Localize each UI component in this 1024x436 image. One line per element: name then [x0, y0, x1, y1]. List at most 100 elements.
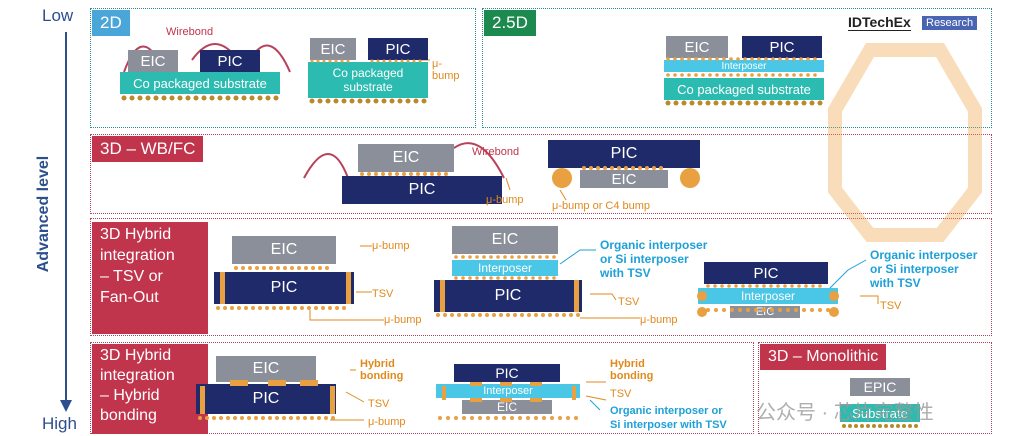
tsv-via [530, 398, 542, 402]
bump [558, 416, 562, 420]
bump [524, 255, 528, 259]
bump [205, 416, 209, 420]
bump [769, 100, 775, 106]
substrate-2-5d: Co packaged substrate [664, 78, 824, 100]
panel-3d-hybrid-bonding [90, 342, 754, 434]
research-badge: Research [922, 16, 978, 30]
tsv-via [530, 382, 542, 386]
bump [402, 172, 406, 176]
bump [212, 416, 216, 420]
bump [374, 172, 378, 176]
bump [462, 416, 466, 420]
pic-chip-3d-wb: PIC [342, 176, 502, 204]
bump [550, 416, 554, 420]
bump [461, 276, 465, 280]
bump [468, 255, 472, 259]
bump [254, 416, 258, 420]
bump [496, 255, 500, 259]
c4-bump [552, 168, 572, 188]
bump [265, 95, 271, 101]
bump [596, 166, 600, 170]
bump [454, 416, 458, 420]
tag-2-5d: 2.5D [484, 10, 536, 36]
bump [240, 416, 244, 420]
bump [713, 100, 719, 106]
bump [269, 266, 273, 270]
organic-label-hyb2: Organic interposer or Si interposer with… [600, 238, 708, 280]
bump [566, 416, 570, 420]
tsv-via [330, 386, 335, 414]
bump [325, 98, 331, 104]
tsv-label-hb1: TSV [368, 398, 390, 410]
bump [722, 308, 726, 312]
bump [811, 284, 815, 288]
bump [416, 172, 420, 176]
bump [866, 424, 870, 428]
bump [793, 100, 799, 106]
mubump-label-hb1: μ-bump [368, 416, 406, 428]
tsv-via [572, 386, 576, 400]
bump [321, 306, 325, 310]
bump [743, 73, 747, 77]
tsv-via [470, 382, 482, 386]
bump [289, 416, 293, 420]
bump [576, 313, 580, 317]
substrate-2d: Co packaged substrate [120, 72, 280, 94]
bump [694, 73, 698, 77]
tag-3d-monolithic: 3D – Monolithic [760, 344, 887, 370]
bump [317, 416, 321, 420]
bump [589, 166, 593, 170]
bump [310, 59, 314, 63]
bump [496, 276, 500, 280]
bump [785, 100, 791, 106]
bump [777, 100, 783, 106]
bump [413, 98, 419, 104]
tsv-via [442, 386, 446, 400]
bump [230, 306, 234, 310]
bump [687, 73, 691, 77]
wirebond-label-2d: Wirebond [166, 26, 214, 38]
bump [365, 98, 371, 104]
bump [826, 308, 830, 312]
bump [778, 308, 782, 312]
bump [687, 57, 691, 61]
bump [748, 284, 752, 288]
bump [311, 266, 315, 270]
eic-chip-2d: EIC [128, 50, 178, 72]
panel-3d-wb-fc [90, 134, 992, 214]
bump [743, 57, 747, 61]
bump [541, 313, 545, 317]
bump [884, 424, 888, 428]
bump [334, 59, 338, 63]
tsv-label-hyb2: TSV [618, 296, 640, 308]
bump [603, 166, 607, 170]
bump [198, 416, 202, 420]
bump [842, 424, 846, 428]
bump [121, 95, 127, 101]
bump [475, 276, 479, 280]
c4-bump [697, 307, 707, 317]
c4-bump [680, 168, 700, 188]
bump [503, 255, 507, 259]
pic-chip-hb1: PIC [196, 384, 336, 414]
bump [360, 172, 364, 176]
bump [225, 95, 231, 101]
bump [475, 255, 479, 259]
bump [538, 276, 542, 280]
bump [296, 416, 300, 420]
hybrid-bonding-label-1: Hybrid bonding [360, 358, 404, 382]
bump [482, 276, 486, 280]
bump [193, 95, 199, 101]
bump [890, 424, 894, 428]
bump [373, 98, 379, 104]
bump [328, 59, 332, 63]
bump [745, 100, 751, 106]
bump [482, 255, 486, 259]
bump [902, 424, 906, 428]
bump [776, 284, 780, 288]
bump [446, 416, 450, 420]
bump [251, 306, 255, 310]
bump [341, 98, 347, 104]
eic-chip-hb2: EIC [462, 400, 552, 414]
bump [738, 308, 742, 312]
